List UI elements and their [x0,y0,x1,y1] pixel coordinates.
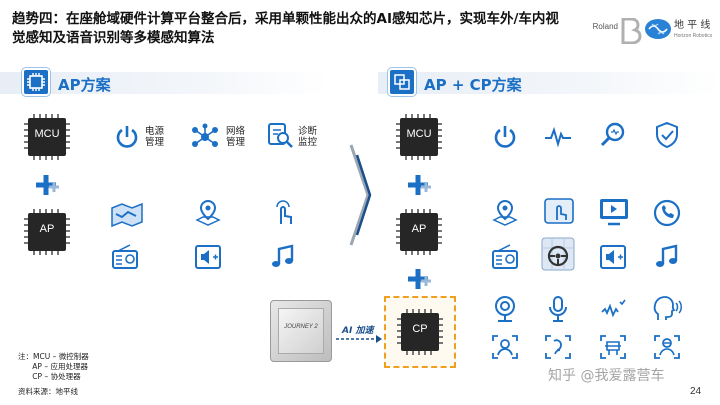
horizon-cn-text: 地 平 线 [674,20,711,31]
ap-section-header: AP方案 [0,68,330,96]
ap-chip-label: AP [411,223,427,235]
diagnosis-label-2: 监控 [298,137,318,148]
network-label-1: 网络 [226,126,246,137]
plus-icon [408,269,431,289]
power-label-1: 电源 [145,126,165,137]
swap-section-icon [388,68,416,96]
music-icon [656,244,678,267]
ap-chip-label: AP [39,223,55,235]
occupant-icon [654,335,680,359]
touch-icon [544,198,574,224]
passenger-face-icon [545,335,571,359]
cp-highlight-box: CP [384,296,456,368]
ap-section-label: AP方案 [58,76,111,94]
page-title: 趋势四：在座舱域硬件计算平台整合后，采用单颗性能出众的AI感知芯片，实现车外/车… [12,11,559,46]
search-icon [600,122,625,147]
page-number: 24 [690,386,702,397]
phone-icon [653,199,681,227]
chevron-right-icon [349,144,372,246]
mcu-chip-label: MCU [406,128,432,140]
pulse-icon [545,126,571,148]
seat-icon [600,335,626,359]
location-icon [492,199,518,226]
cp-chip-label: CP [412,323,428,335]
ai-accel-label: AI 加速 [342,326,374,336]
roland-text: Roland [592,22,618,31]
map-icon [111,202,143,228]
music-icon [272,244,294,267]
note-ap: AP – 应用处理器 [18,362,88,371]
radio-icon [112,244,138,269]
note-mcu: 注：MCU – 微控制器 [18,352,89,361]
shield-icon [656,121,678,149]
source-note: 资料来源：地平线 [18,387,78,396]
speaker-icon [600,245,626,269]
network-label-2: 管理 [226,137,246,148]
steering-map-icon [541,237,575,271]
plus-icon [36,175,59,195]
chip-section-icon [22,68,50,96]
speaker-icon [195,245,221,269]
plus-icon [408,175,431,195]
mcu-chip-left: MCU [22,112,72,162]
network-icon [192,123,218,147]
radio-icon [492,244,518,269]
roland-berger-logo: Roland [584,18,644,44]
horizon-logo: 地 平 线 Horizon Robotics [640,16,716,44]
power-icon [116,126,138,148]
cp-chip: CP [395,307,445,357]
wave-icon [601,299,626,318]
watermark: 知乎 @我爱露营车 [548,368,665,384]
apcp-section-header: AP + CP方案 [378,68,720,96]
power-label-2: 管理 [145,137,165,148]
ap-chip-left: AP [22,207,72,257]
apcp-section-label: AP + CP方案 [424,76,522,94]
voice-icon [653,296,682,320]
driver-face-icon [492,335,518,359]
arrow-right-icon [336,335,382,343]
mic-icon [549,296,567,322]
diagnosis-icon [268,123,293,148]
journey-chip-label: JOURNEY 2 [284,324,318,330]
power-icon [494,126,516,148]
camera-icon [495,296,515,322]
roland-berger-b-icon [621,18,642,44]
horizon-brain-icon [645,19,671,39]
location-icon [195,199,221,226]
ap-chip-right: AP [394,207,444,257]
mcu-chip-label: MCU [34,128,60,140]
horizon-en-text: Horizon Robotics [674,33,713,39]
display-icon [600,199,628,226]
diagnosis-label-1: 诊断 [298,126,318,137]
abbreviation-notes: 注：MCU – 微控制器 AP – 应用处理器 CP – 协处理器 [18,352,89,382]
note-cp: CP – 协处理器 [18,372,81,381]
touch-icon [276,200,292,224]
journey-chip: JOURNEY 2 [270,300,332,362]
mcu-chip-right: MCU [394,112,444,162]
